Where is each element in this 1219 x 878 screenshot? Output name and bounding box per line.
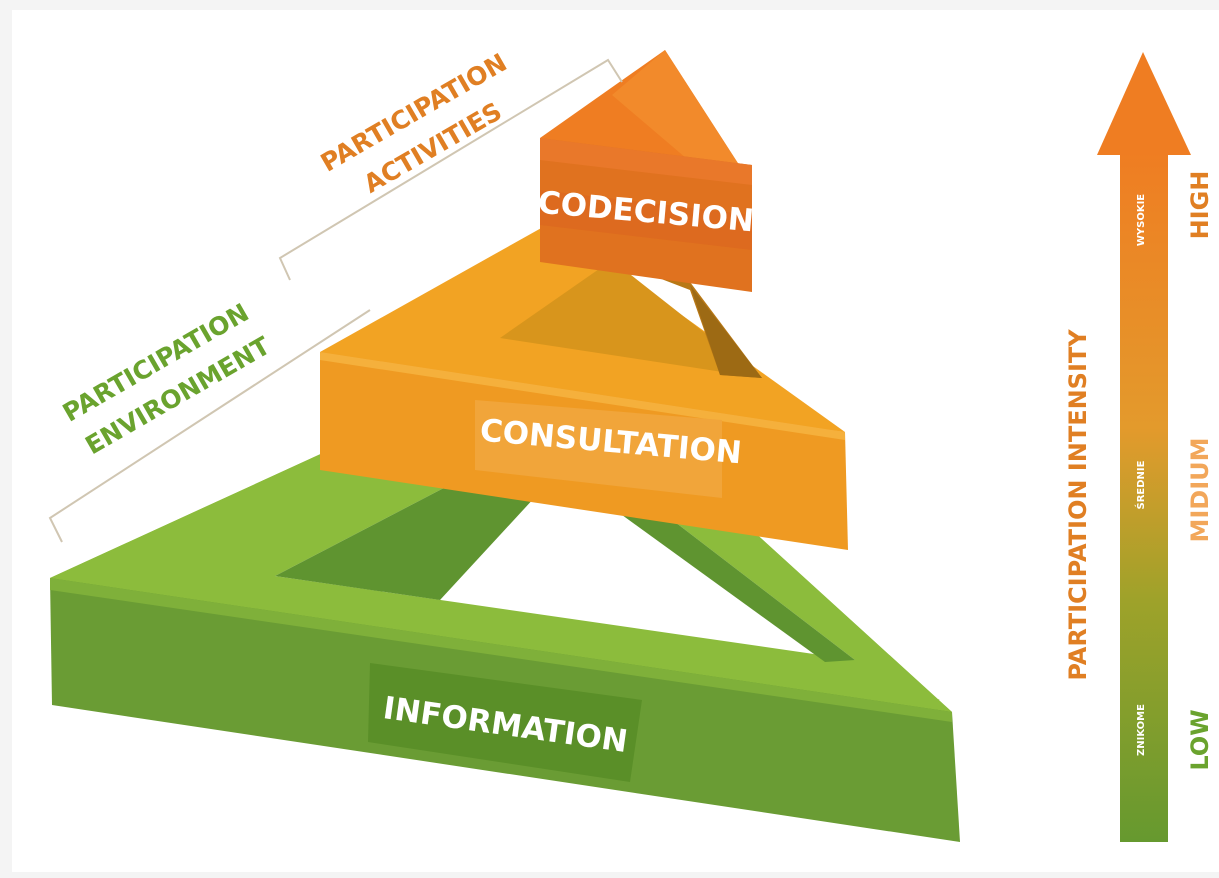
consultation-layer: [320, 222, 848, 550]
arrow-inner-label-medium: ŚREDNIE: [1134, 460, 1147, 509]
environment-bracket: [48, 309, 371, 543]
information-layer: [50, 348, 960, 842]
side-label-high: HIGH: [1186, 171, 1214, 240]
activities-bracket: [278, 58, 623, 281]
intensity-arrow: [1097, 52, 1191, 842]
codecision-layer: [540, 50, 752, 292]
arrow-title: PARTICIPATION INTENSITY: [1064, 329, 1092, 681]
arrow-inner-label-low: ZNIKOME: [1136, 704, 1147, 756]
side-label-low: LOW: [1186, 709, 1214, 770]
arrow-inner-label-high: WYSOKIE: [1136, 194, 1147, 246]
side-label-midium: MIDIUM: [1186, 437, 1214, 542]
